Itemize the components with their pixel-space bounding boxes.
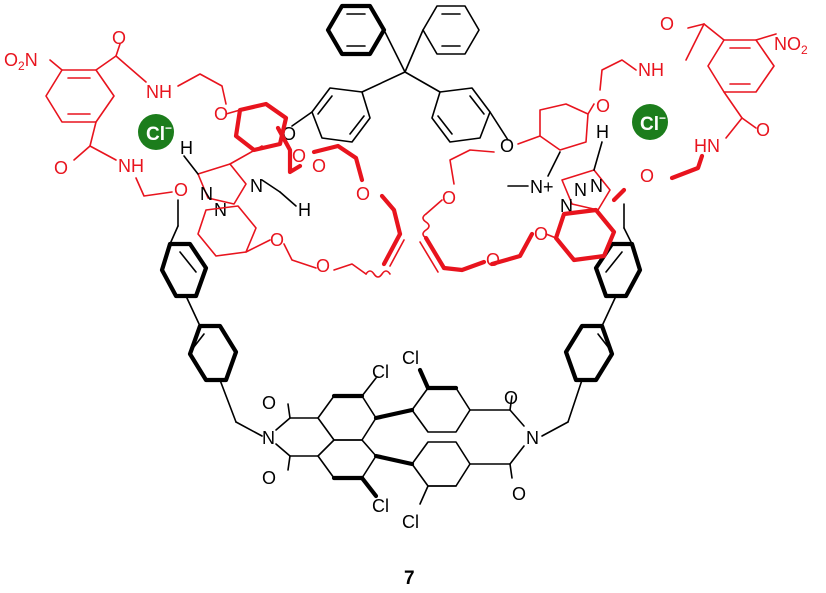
ether-o-left-6: O (292, 146, 306, 166)
right-macrocycle: NO2 O NH O O HN O N N N H O O (419, 14, 808, 273)
amide-o-right-top: O (660, 14, 674, 34)
ether-o-right-5: O (442, 188, 456, 208)
h-left-lower: H (298, 200, 311, 220)
ammonium-n: N+ (530, 177, 554, 197)
trityl-stopper: O O (282, 3, 514, 156)
carbonyl-o-left-top: O (262, 393, 276, 413)
triazole-n-right-2: N (574, 180, 587, 200)
cl-substituent-1: Cl (372, 362, 389, 382)
cl-substituent-2: Cl (372, 496, 389, 516)
carbonyl-o-right-bottom: O (512, 484, 526, 504)
triazole-h-left: H (180, 138, 193, 158)
ether-o-right: O (500, 136, 514, 156)
amide-nh-left-bottom: NH (118, 156, 144, 176)
cl-substituent-3: Cl (402, 348, 419, 368)
amide-nh-left-top: NH (146, 82, 172, 102)
ether-o-left-3: O (270, 230, 284, 250)
ether-o-right-1: O (596, 96, 610, 116)
amide-nh-right-top: NH (638, 60, 664, 80)
imide-n-right: N (526, 428, 539, 448)
amide-hn-right-bottom: HN (694, 136, 720, 156)
ether-o-left-1: O (214, 104, 228, 124)
triazole-n-right-1: N (560, 196, 573, 216)
ether-o-left-2: O (174, 180, 188, 200)
amide-o-left-top: O (112, 28, 126, 48)
amide-o-left-bottom: O (54, 158, 68, 178)
left-macrocycle: O2N O NH O O NH O N N N H O O (4, 28, 405, 278)
ether-o-left-4: O (316, 256, 330, 276)
triazole-n-left-1: N (200, 184, 213, 204)
nitro-left: O2N (4, 50, 38, 73)
left-biphenyl-spacer (159, 199, 263, 437)
carbonyl-o-right-top: O (504, 388, 518, 408)
compound-number: 7 (404, 568, 415, 589)
triazole-n-right-3: N (590, 176, 603, 196)
ether-o-left-7: O (312, 156, 326, 176)
ether-o-right-2: O (640, 166, 654, 186)
triazole-n-left-3: N (250, 176, 263, 196)
chloride-anion-right (632, 104, 668, 140)
ether-o-left-5: O (356, 184, 370, 204)
perylene-diimide-core: N O O Cl Cl Cl Cl N O (262, 348, 539, 532)
triazole-h-right: H (596, 122, 609, 142)
imide-n-left: N (262, 428, 275, 448)
chloride-anion-left (138, 114, 174, 150)
cl-substituent-4: Cl (402, 512, 419, 532)
carbonyl-o-left-bottom: O (262, 468, 276, 488)
ether-o-right-3: O (534, 224, 548, 244)
right-biphenyl-spacer (541, 203, 643, 437)
amide-o-right-bottom: O (756, 120, 770, 140)
left-ammonium: H (261, 179, 311, 220)
triazole-n-left-2: N (214, 200, 227, 220)
right-ammonium: N+ (507, 151, 561, 197)
ether-o-right-4: O (486, 250, 500, 270)
nitro-right: NO2 (774, 34, 808, 57)
